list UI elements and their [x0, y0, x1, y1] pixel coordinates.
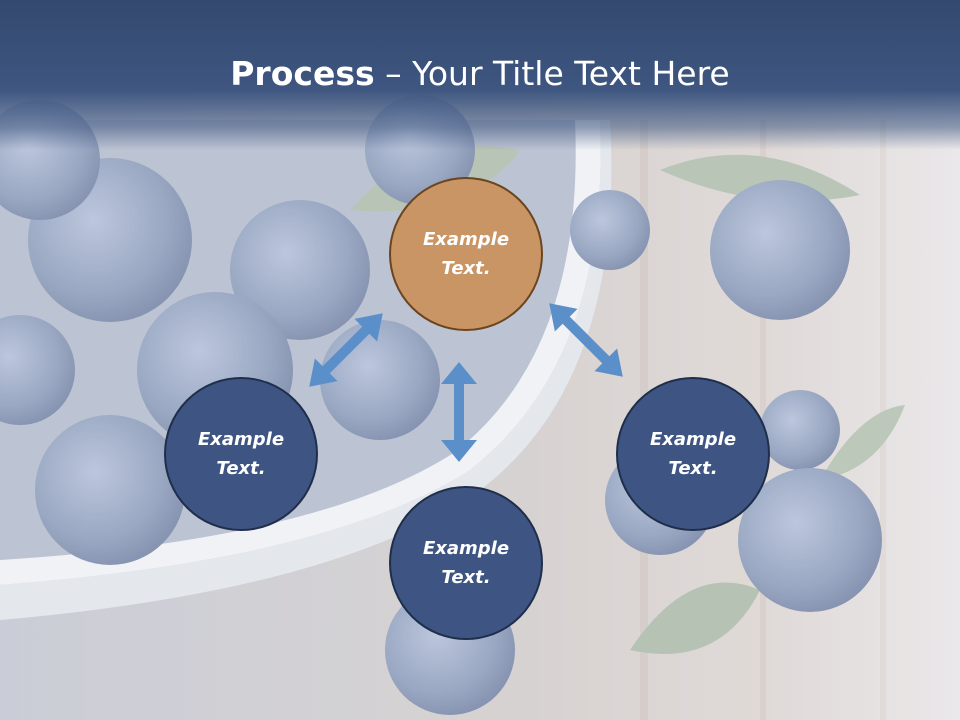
node-left: Example Text. — [164, 377, 318, 531]
node-bottom: Example Text. — [389, 486, 543, 640]
node-top-text: Example Text. — [422, 229, 510, 279]
title-bar — [0, 0, 960, 150]
node-right-text: Example Text. — [649, 429, 737, 479]
node-right: Example Text. — [616, 377, 770, 531]
node-left-text: Example Text. — [197, 429, 285, 479]
arrow-top-right — [549, 303, 623, 377]
arrow-top-bottom — [441, 362, 477, 462]
node-bottom-text: Example Text. — [422, 538, 510, 588]
title-bold-part: Process — [230, 54, 375, 93]
title-rest-part: – Your Title Text Here — [374, 54, 730, 93]
slide-title: Process – Your Title Text Here — [0, 52, 960, 96]
node-top: Example Text. — [389, 177, 543, 331]
arrow-top-left — [309, 313, 383, 387]
